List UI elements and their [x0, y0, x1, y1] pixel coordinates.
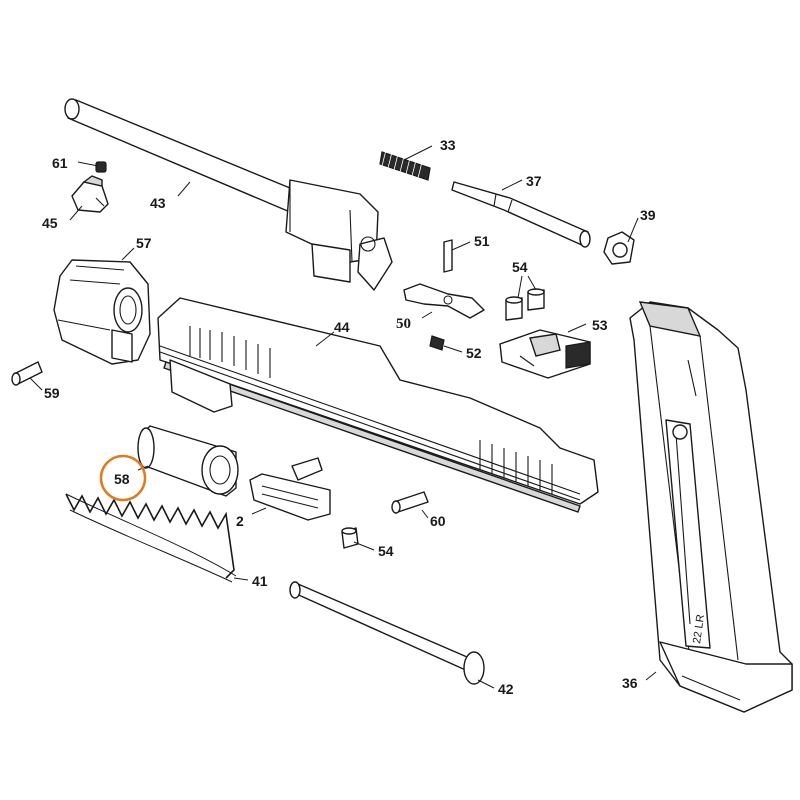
callout-36: 36: [622, 675, 638, 691]
callout-2: 2: [236, 513, 244, 529]
slide-serrations: [189, 326, 553, 494]
bushing-part-39: [603, 231, 635, 265]
recoil-spring-part-41: [65, 493, 237, 583]
callout-43: 43: [150, 195, 166, 211]
lever-part-50: [403, 283, 485, 319]
callout-53: 53: [592, 317, 608, 333]
callout-52: 52: [466, 345, 482, 361]
callout-33: 33: [440, 137, 456, 153]
pin-part-51: [443, 239, 453, 273]
pin-part-59: [11, 361, 43, 386]
callout-45: 45: [42, 215, 58, 231]
spring-part-52: [429, 335, 445, 351]
callout-50: 50: [396, 316, 411, 332]
guide-rod-part-42: [289, 581, 485, 685]
callout-58: 58: [114, 471, 130, 487]
callout-59: 59: [44, 385, 60, 401]
callout-44: 44: [334, 319, 350, 335]
callout-labels: 61 43 33 37 45 39 51 57 54 44 50 53 52 5…: [42, 137, 656, 697]
callout-54-lower: 54: [378, 543, 394, 559]
callout-54-top: 54: [512, 259, 528, 275]
pins-part-54-top: [505, 288, 545, 321]
barrel-bushing-part-57: [53, 259, 151, 365]
slide-part-44: [157, 297, 599, 513]
firing-pin-part-37: [451, 181, 591, 248]
rear-sight-part-53: [499, 329, 591, 379]
barrel-part-43: [64, 98, 393, 291]
leader-lines: [29, 145, 657, 689]
magazine-part-36: 22 LR: [629, 301, 793, 713]
front-sight-part-45: [71, 175, 109, 213]
magazine-marking: 22 LR: [691, 614, 707, 645]
callout-60: 60: [430, 513, 446, 529]
callout-57: 57: [136, 235, 152, 251]
pin-part-60: [391, 491, 429, 514]
highlight-circle: [99, 454, 147, 502]
sleeve-part-58: [137, 425, 239, 497]
callout-39: 39: [640, 207, 656, 223]
callout-61: 61: [52, 155, 68, 171]
callout-37: 37: [526, 173, 542, 189]
screw-part-61: [95, 161, 107, 173]
callout-51: 51: [474, 233, 490, 249]
spring-part-33: [379, 149, 431, 181]
callout-41: 41: [252, 573, 268, 589]
slide-stop-part-2: [249, 457, 331, 521]
callout-42: 42: [498, 681, 514, 697]
pin-part-54-lower: [341, 527, 359, 549]
